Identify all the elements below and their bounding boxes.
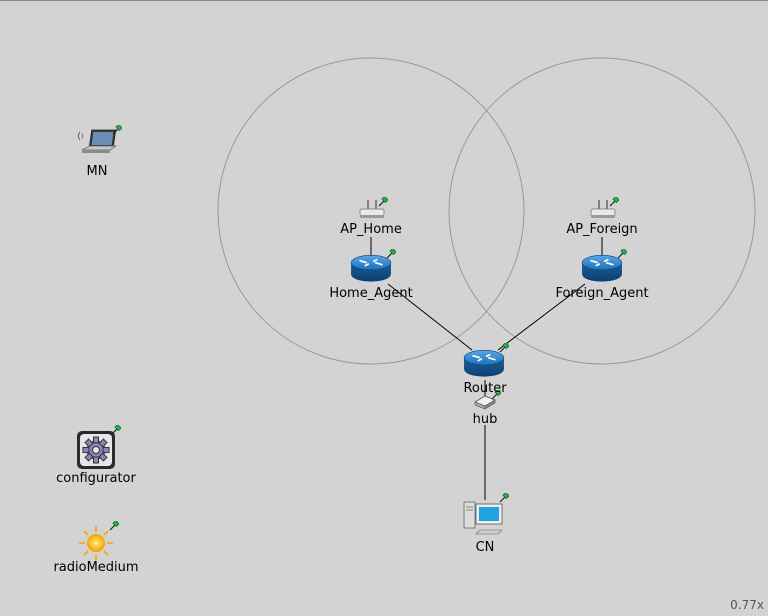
ap-foreign-access-point-icon[interactable] (590, 200, 616, 219)
ap-home-range-circle (217, 57, 525, 365)
workstation-icon[interactable] (463, 501, 503, 535)
configurator-pin-icon (111, 425, 121, 435)
zoom-level: 0.77x (730, 598, 764, 612)
ap-foreign-range-circle (448, 57, 756, 365)
configurator-label: configurator (56, 471, 136, 486)
hub-label: hub (472, 412, 498, 427)
ap-foreign-label: AP_Foreign (566, 222, 638, 237)
canvas-top-border (0, 0, 768, 1)
gear-icon[interactable] (77, 431, 115, 469)
router-icon[interactable] (463, 349, 505, 378)
ap-home-label: AP_Home (340, 222, 402, 237)
foreign-agent-pin-icon (617, 249, 627, 259)
mn-label: MN (86, 164, 108, 179)
cn-pin-icon (499, 493, 509, 503)
link-foreign-agent-router[interactable] (497, 283, 586, 351)
ap-home-access-point-icon[interactable] (359, 200, 385, 219)
router-label: Router (463, 381, 507, 396)
home-agent-pin-icon (386, 249, 396, 259)
link-home-agent-router[interactable] (387, 283, 473, 351)
ap-home-pin-icon (378, 197, 388, 207)
hub-icon[interactable] (474, 395, 496, 410)
laptop-icon[interactable] (78, 129, 118, 153)
home-agent-label: Home_Agent (329, 286, 413, 301)
radio-medium-pin-icon (109, 521, 119, 531)
home-agent-router-icon[interactable] (350, 254, 392, 283)
foreign-agent-label: Foreign_Agent (555, 286, 649, 301)
radio-medium-label: radioMedium (53, 560, 139, 575)
ap-foreign-pin-icon (609, 197, 619, 207)
foreign-agent-router-icon[interactable] (581, 254, 623, 283)
sun-icon[interactable] (79, 526, 113, 560)
mn-pin-icon (112, 125, 122, 135)
cn-label: CN (475, 540, 495, 555)
